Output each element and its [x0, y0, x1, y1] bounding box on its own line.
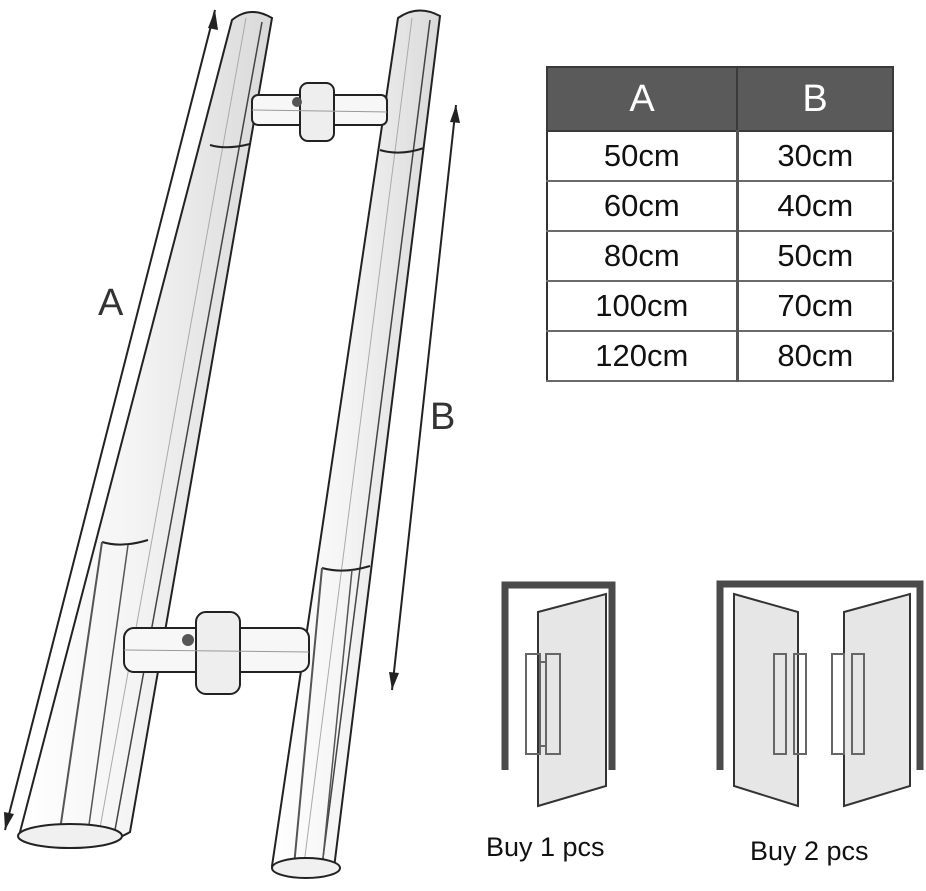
dimension-label-b: B [430, 396, 456, 438]
table-cell-a: 120cm [545, 331, 739, 382]
table-row: 80cm 50cm [545, 231, 894, 282]
table-cell-a: 80cm [545, 231, 739, 282]
table-row: 120cm 80cm [545, 331, 894, 382]
dimension-label-a: A [98, 282, 124, 324]
size-table: A B 50cm 30cm 60cm 40cm 80cm 50cm 100cm … [545, 66, 894, 382]
table-cell-a: 100cm [545, 281, 739, 332]
table-cell-b: 50cm [737, 231, 894, 282]
buy-1-caption: Buy 1 pcs [486, 832, 605, 862]
table-row: 100cm 70cm [545, 281, 894, 332]
table-cell-b: 40cm [737, 181, 894, 232]
table-row: 50cm 30cm [545, 131, 894, 182]
table-cell-b: 80cm [737, 331, 894, 382]
size-table-header-row: A B [545, 66, 894, 132]
table-cell-a: 50cm [545, 131, 739, 182]
table-cell-a: 60cm [545, 181, 739, 232]
table-cell-b: 30cm [737, 131, 894, 182]
buy-2-caption: Buy 2 pcs [750, 836, 869, 866]
size-table-header-a: A [545, 66, 739, 132]
table-row: 60cm 40cm [545, 181, 894, 232]
table-cell-b: 70cm [737, 281, 894, 332]
size-table-header-b: B [736, 66, 894, 132]
